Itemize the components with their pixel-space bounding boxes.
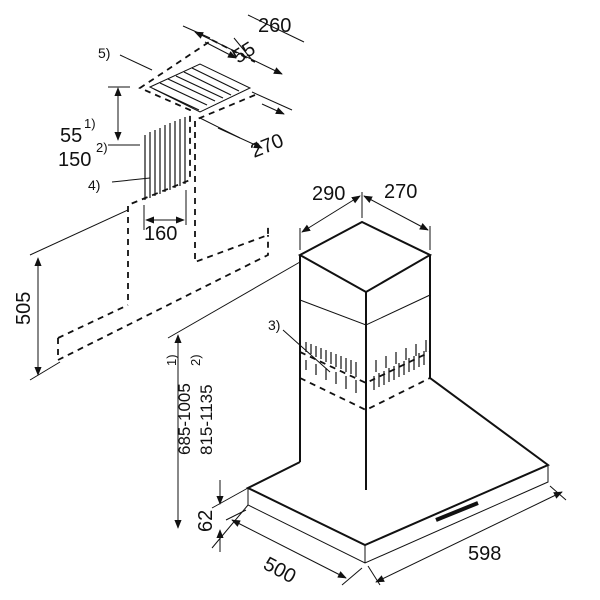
label-range-1: 685-1005 [175, 383, 194, 455]
chimney [297, 220, 433, 490]
label-55-left: 55 [60, 125, 82, 147]
leader-4 [111, 177, 151, 183]
dimension-598 [367, 485, 567, 586]
label-150: 150 [58, 149, 91, 171]
hatched-area-4 [144, 117, 186, 200]
canopy [245, 377, 550, 564]
dimension-55-top [204, 37, 253, 61]
label-range-1-sup: 1) [164, 354, 179, 366]
label-62: 62 [195, 510, 217, 532]
dimension-62 [211, 480, 249, 552]
label-55-top: 55 [229, 38, 260, 68]
dimension-500 [225, 509, 363, 586]
label-290: 290 [312, 183, 345, 205]
label-range-2: 815-1135 [197, 384, 216, 455]
label-505: 505 [13, 292, 35, 325]
label-range-2-sup: 2) [188, 354, 203, 366]
dimension-160 [143, 190, 187, 230]
note-5: 5) [98, 45, 110, 61]
note-3: 3) [268, 317, 280, 333]
dimension-55-150 [108, 86, 140, 146]
dimension-270-chimney [363, 195, 431, 250]
vent-slots [305, 340, 427, 393]
label-260: 260 [258, 15, 291, 37]
hatched-area-5 [148, 63, 252, 113]
dimension-260 [182, 14, 305, 75]
leader-3 [282, 329, 331, 373]
dimension-height-range [167, 261, 301, 529]
wall-mount-outline [57, 39, 269, 362]
label-270-top: 270 [248, 130, 287, 163]
note-4: 4) [88, 177, 100, 193]
label-150-sup: 2) [96, 140, 108, 155]
dimension-290 [299, 192, 363, 250]
label-55-left-sup: 1) [84, 116, 96, 131]
dimension-270-top [199, 91, 293, 149]
dimension-505 [29, 209, 129, 381]
label-160: 160 [144, 223, 177, 245]
label-270-chimney: 270 [384, 181, 417, 203]
label-500: 500 [260, 553, 300, 588]
leader-5 [119, 54, 153, 71]
label-598: 598 [468, 543, 501, 565]
